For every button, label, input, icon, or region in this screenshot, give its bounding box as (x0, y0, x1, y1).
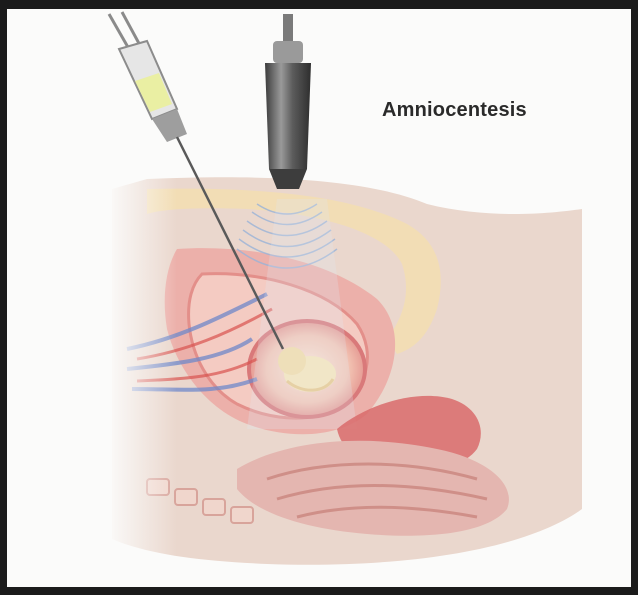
figure-title: Amniocentesis (382, 99, 527, 122)
ultrasound-probe-icon (265, 14, 311, 189)
anatomy-illustration (7, 9, 631, 587)
illustration: Amniocentesis (7, 9, 631, 587)
